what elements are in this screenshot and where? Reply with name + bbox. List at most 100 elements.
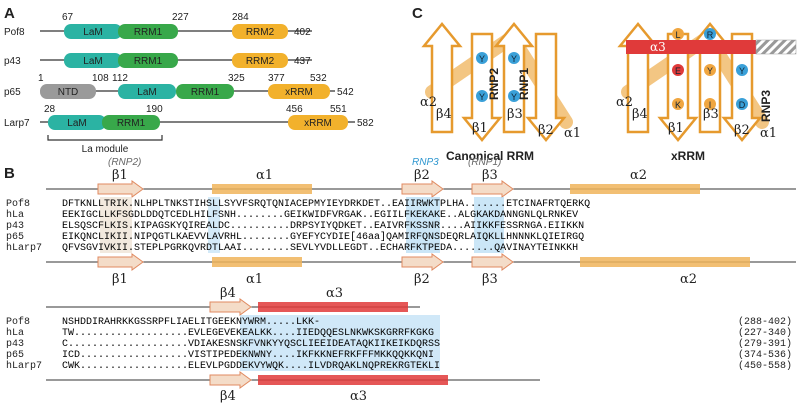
seq-row: C....................VDIAKESNSKFVNKYYQSC… <box>62 339 440 350</box>
seq-row: EEKIGCLLKFSGDLDDQTCEDLHILFSNH........GEI… <box>62 210 578 221</box>
strand-b1 <box>461 32 503 142</box>
protein-name: Pof8 <box>4 27 25 38</box>
residue-e <box>672 64 684 76</box>
seq-name: Pof8 <box>6 316 30 328</box>
domain-lam <box>64 24 122 39</box>
protein-row-p65: p65 1 108 112 325 377 532 NTD LaM RRM1 x… <box>4 73 354 99</box>
block2-ss-bottom: β4 α3 <box>46 371 540 404</box>
xrrm-topology: α3 RNP3 L E K Y I R Y D β4 β1 β3 β2 α2 α… <box>616 22 797 163</box>
domain-label: LaM <box>83 56 102 67</box>
seq-name: hLa <box>6 327 24 339</box>
protein-row-larp7: Larp7 28 190 456 551 LaM RRM1 xRRM 582 <box>4 104 374 130</box>
seq-row: NSHDDIRAHRKKGSSRPFLIAELITGEEKNYWRM.....L… <box>62 317 320 328</box>
domain-label: LaM <box>83 27 102 38</box>
ss-label: α2 <box>630 168 647 183</box>
protein-row-pof8: Pof8 67 227 284 LaM RRM1 RRM2 402 <box>4 12 312 39</box>
strand-label: β4 <box>436 107 452 122</box>
helix-a1-coil <box>212 184 312 194</box>
domain-lam <box>48 115 106 130</box>
rnp1-label: RNP1 <box>517 68 531 100</box>
residue-y <box>508 52 520 64</box>
domain-rrm2 <box>232 24 288 39</box>
helix-a2-coil <box>570 184 700 194</box>
seq-name: p65 <box>6 350 24 361</box>
strand-b2 <box>525 32 567 142</box>
strand-b1-arrow <box>97 180 144 198</box>
residue-y <box>736 64 748 76</box>
residue-r <box>704 28 716 40</box>
ss-label: β2 <box>414 168 430 183</box>
residue-l <box>672 28 684 40</box>
position-label: 1 <box>38 73 44 84</box>
strand-label: β2 <box>734 123 750 138</box>
domain-label: LaM <box>67 118 86 129</box>
residue-label: L <box>675 30 680 40</box>
seq-row: CWK..................ELEVLPGDDEKVYWQK...… <box>62 361 440 372</box>
length-label: 582 <box>357 118 374 129</box>
ss-label: β4 <box>220 389 236 404</box>
highlight-rnp3 <box>406 197 440 253</box>
panel-a-label: A <box>4 5 15 22</box>
domain-rrm1 <box>176 84 234 99</box>
seq-name: p43 <box>6 221 24 232</box>
helix-a3-coil <box>258 302 408 312</box>
highlight-b1 <box>100 197 132 253</box>
ss-label: α3 <box>326 286 343 301</box>
domain-lam <box>64 53 122 68</box>
position-label: 284 <box>232 12 249 23</box>
rnp3-label: RNP3 <box>412 157 439 168</box>
residue-y <box>476 52 488 64</box>
ss-label: α1 <box>246 272 263 287</box>
ss-label: β1 <box>112 272 128 287</box>
length-label: 542 <box>337 87 354 98</box>
ss-label: β2 <box>414 272 430 287</box>
seq-row: EIKQNCLIKII.NIPQGTLKAEVVLAVRHL........GY… <box>62 231 584 243</box>
domain-label: RRM1 <box>134 56 163 67</box>
strand-b2-arrow <box>401 180 444 198</box>
rnp3-label: RNP3 <box>759 90 773 122</box>
strand-label: β3 <box>703 107 719 122</box>
strand-b4-arrow <box>209 371 252 389</box>
helix-label: α2 <box>616 95 633 110</box>
domain-label: RRM1 <box>191 87 220 98</box>
helix-a1-coil <box>212 257 302 267</box>
residue-label: D <box>739 100 746 110</box>
seq-name: p43 <box>6 339 24 350</box>
strand-b4-arrow <box>209 298 252 316</box>
la-module-bracket: La module <box>47 135 163 155</box>
residue-label: Y <box>479 92 485 102</box>
strand-label: β4 <box>632 107 648 122</box>
seq-row: TW...................EVLEGEVEKEALKK....I… <box>62 328 434 339</box>
strand-label: β2 <box>538 123 554 138</box>
seq-name: Pof8 <box>6 198 30 210</box>
domain-rrm1 <box>118 24 178 39</box>
block1-ss-bottom: β1 α1 β2 β3 α2 <box>46 253 796 287</box>
seq-row: QFVSGVIVKII.STEPLPGRKQVRDTLAAI........SE… <box>62 243 578 254</box>
domain-label: RRM2 <box>246 56 275 67</box>
protein-row-p43: p43 LaM RRM1 RRM2 437 <box>4 53 312 68</box>
ss-label: β3 <box>482 168 498 183</box>
residue-label: Y <box>479 54 485 64</box>
strand-b1-arrow <box>97 253 144 271</box>
seq-range: (288-402) <box>738 316 792 328</box>
helix-a3-extension <box>755 39 797 55</box>
domain-rrm2 <box>232 53 288 68</box>
domain-lam <box>118 84 176 99</box>
seq-name: hLa <box>6 209 24 221</box>
position-label: 551 <box>330 104 347 115</box>
domain-ntd <box>40 84 96 99</box>
position-label: 67 <box>62 12 74 23</box>
seq-range: (450-558) <box>738 360 792 372</box>
residue-y <box>508 90 520 102</box>
residue-label: R <box>707 30 714 40</box>
residue-label: Y <box>511 54 517 64</box>
highlight-column <box>208 197 220 253</box>
panel-b-label: B <box>4 165 15 182</box>
canonical-rrm-title: Canonical RRM <box>446 149 534 163</box>
strand-label: β3 <box>507 107 523 122</box>
protein-name: Larp7 <box>4 118 30 129</box>
residue-label: K <box>675 100 681 110</box>
rnp2-label: RNP2 <box>487 68 501 100</box>
domain-xrrm <box>268 84 330 99</box>
